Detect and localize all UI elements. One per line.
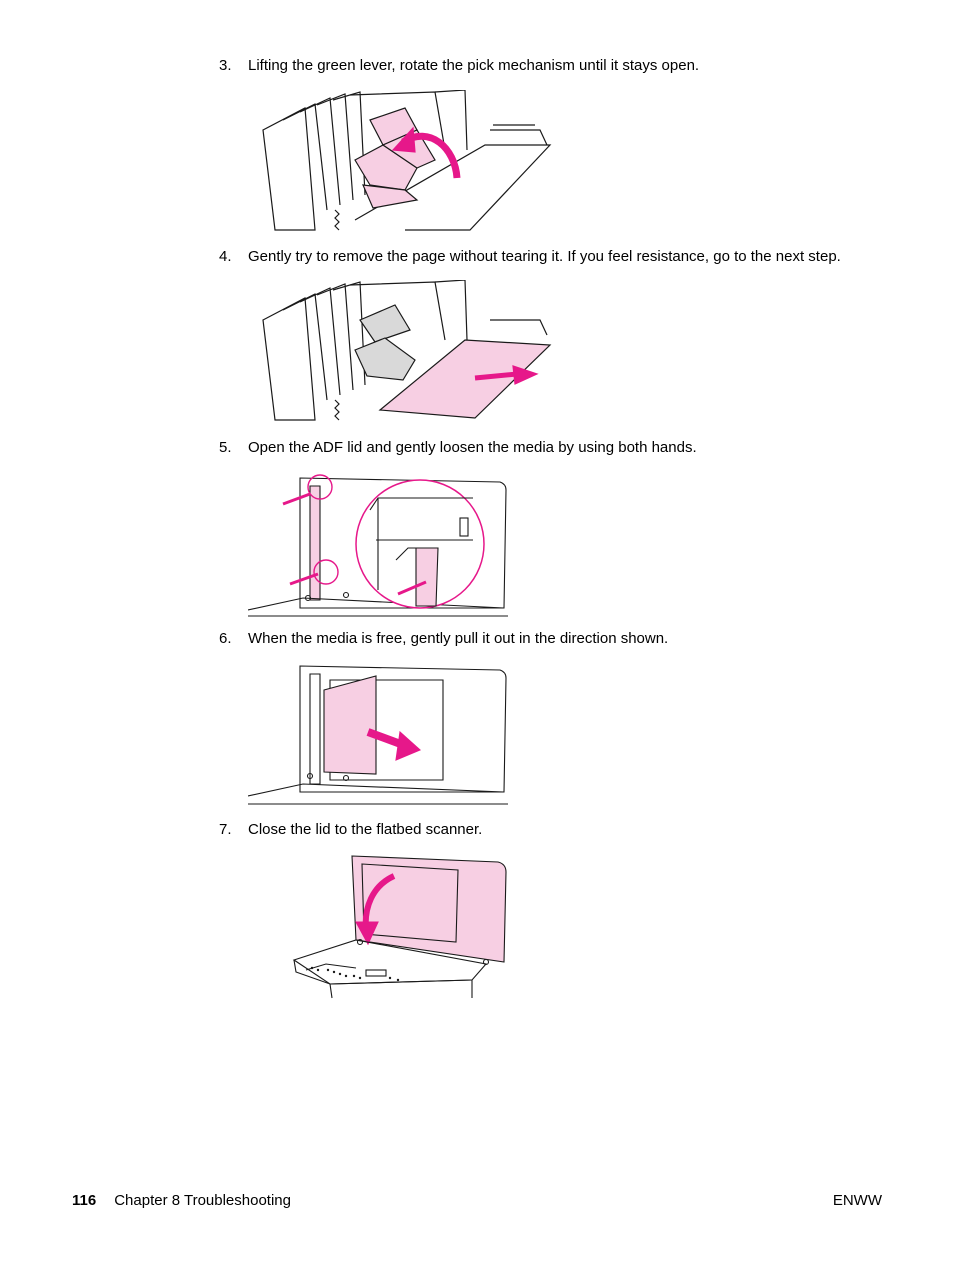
page-number: 116 <box>72 1192 97 1209</box>
step-number: 6. <box>219 630 232 647</box>
step-4: 4. Gently try to remove the page without … <box>219 248 841 266</box>
step-number: 5. <box>219 439 232 456</box>
step-text: Lifting the green lever, rotate the pick… <box>248 57 700 74</box>
illustration-remove-page <box>255 280 555 425</box>
step-3: 3. Lifting the green lever, rotate the pi… <box>219 57 699 75</box>
step-text: When the media is free, gently pull it o… <box>248 630 669 647</box>
step-number: 4. <box>219 248 232 265</box>
footer-right-label: ENWW <box>832 1192 882 1209</box>
illustration-open-adf-lid <box>248 470 510 618</box>
step-text: Open the ADF lid and gently loosen the m… <box>248 439 697 456</box>
chapter-title: Chapter 8 Troubleshooting <box>114 1192 291 1209</box>
step-7: 7. Close the lid to the flatbed scanner. <box>219 821 482 839</box>
page-footer: 116 Chapter 8 Troubleshooting ENWW <box>72 1192 882 1212</box>
step-text: Close the lid to the flatbed scanner. <box>248 821 483 838</box>
step-5: 5. Open the ADF lid and gently loosen the… <box>219 439 697 457</box>
step-6: 6. When the media is free, gently pull it… <box>219 630 668 648</box>
step-text: Gently try to remove the page without te… <box>248 248 841 265</box>
illustration-pull-media-out <box>248 662 510 807</box>
step-number: 3. <box>219 57 232 74</box>
illustration-rotate-pick-mechanism <box>255 90 555 235</box>
illustration-close-scanner-lid <box>290 852 512 1000</box>
step-number: 7. <box>219 821 232 838</box>
